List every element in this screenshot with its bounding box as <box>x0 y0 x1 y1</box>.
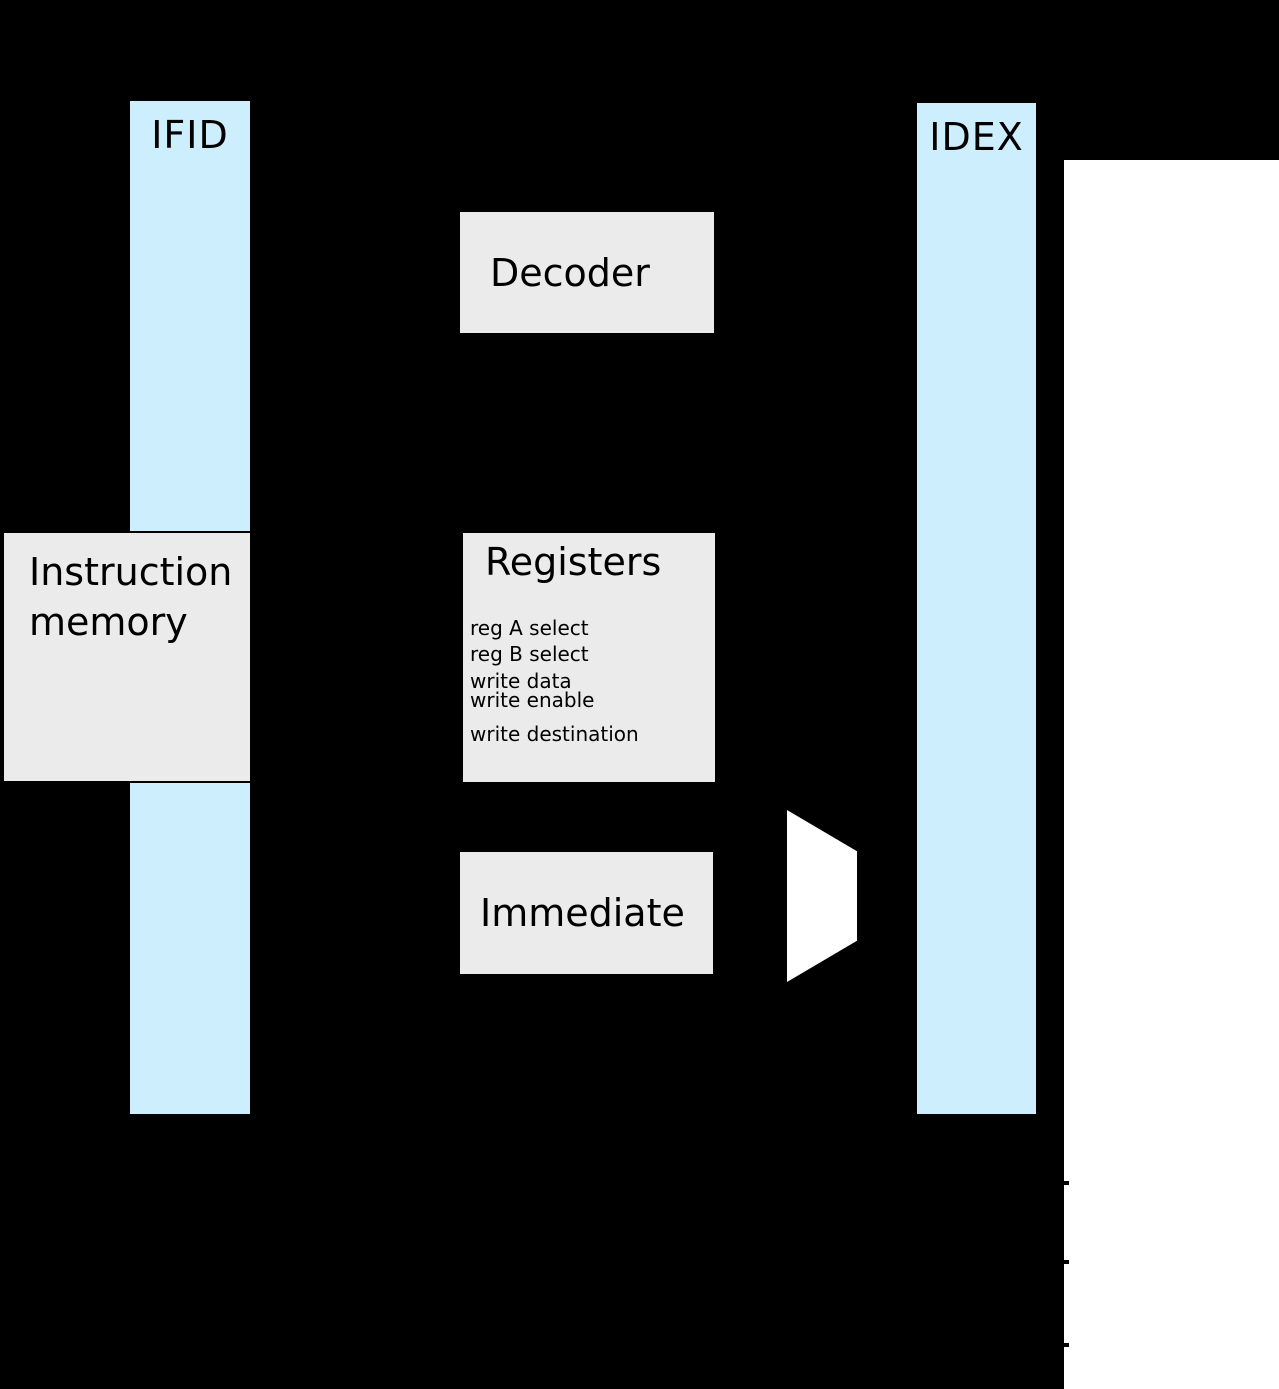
block-instruction-memory: Instruction memory <box>2 531 252 783</box>
immediate-label: Immediate <box>480 891 685 935</box>
white-canvas-area <box>1064 160 1279 1389</box>
decoder-label: Decoder <box>490 250 650 295</box>
port-reg-a-select: reg A select <box>470 616 589 640</box>
port-reg-b-select: reg B select <box>470 642 589 666</box>
wire-stub <box>1064 1181 1069 1185</box>
instruction-memory-label: Instruction memory <box>29 550 233 645</box>
port-write-enable: write enable <box>470 688 595 712</box>
ifid-label: IFID <box>151 113 229 157</box>
wire-stub <box>1064 1260 1069 1264</box>
pipeline-register-idex: IDEX <box>915 101 1038 1116</box>
registers-label: Registers <box>485 540 662 584</box>
block-registers: Registers reg A select reg B select writ… <box>461 531 717 784</box>
mux-shape <box>787 810 857 982</box>
block-decoder: Decoder <box>458 210 716 335</box>
port-write-data: write data <box>470 669 572 693</box>
idex-label: IDEX <box>929 115 1024 159</box>
port-write-destination: write destination <box>470 722 639 746</box>
block-immediate: Immediate <box>458 850 715 976</box>
wire-stub <box>1064 1343 1069 1347</box>
